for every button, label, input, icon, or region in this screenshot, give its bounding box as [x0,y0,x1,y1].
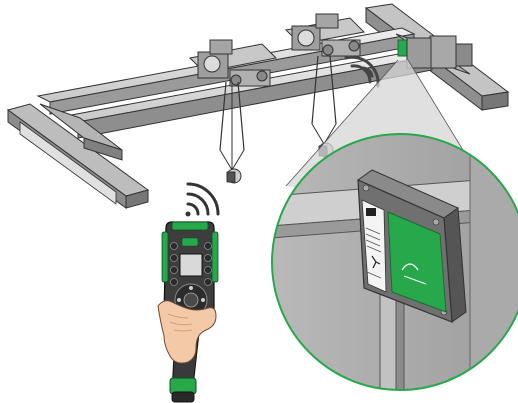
trolley-right [284,13,366,57]
hand-icon [157,300,217,364]
receiver-box [356,169,467,323]
trolley-left [188,39,278,87]
label-text-lines [365,227,382,279]
brand-logo-icon [401,263,427,285]
remote-buttons [170,242,212,286]
wireless-signal-icon [344,55,380,88]
warning-person-icon [371,255,381,269]
runway-rail-left [6,103,150,209]
label-logo-icon [366,208,376,216]
wireless-signal-icon [185,182,220,217]
hook-left [219,81,245,184]
magnified-view [271,133,518,391]
remote-screen [179,253,203,277]
